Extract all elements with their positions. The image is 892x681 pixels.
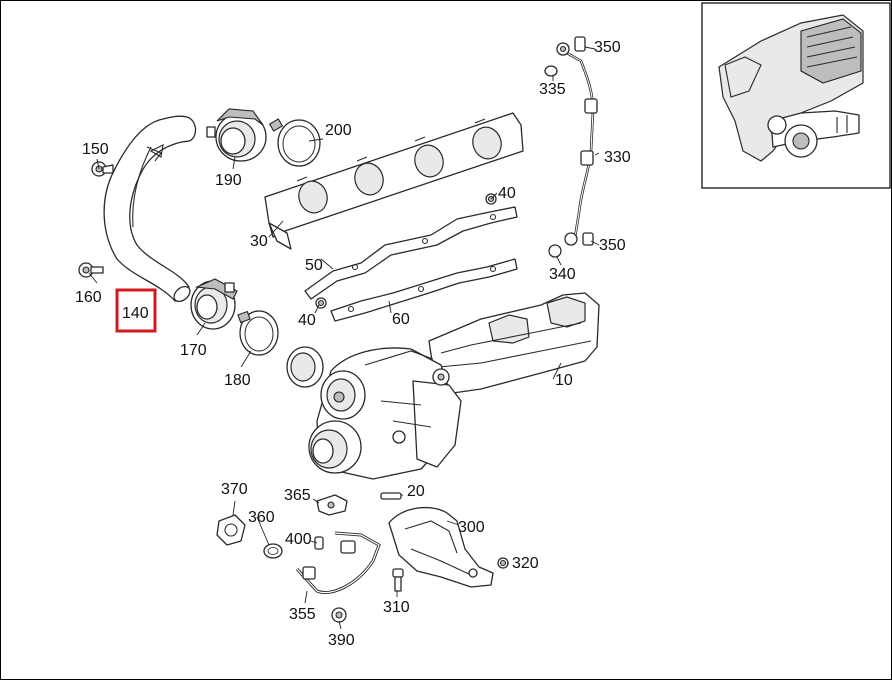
gasket-370 <box>216 514 246 546</box>
callout-335: 335 <box>539 81 566 98</box>
callout-200: 200 <box>325 122 352 139</box>
callout-340: 340 <box>549 266 576 283</box>
callout-390: 390 <box>328 632 355 649</box>
callout-60: 60 <box>392 311 410 328</box>
bolt-310 <box>392 568 404 592</box>
bolt-40-lower <box>315 297 327 309</box>
seal-ring-340 <box>548 244 562 258</box>
callout-40-lower: 40 <box>298 312 316 329</box>
bolt-160 <box>78 262 104 278</box>
clamp-coupling-190 <box>206 108 267 162</box>
callout-350-lower: 350 <box>599 237 626 254</box>
engine-inset-thumbnail <box>701 2 891 189</box>
callout-170: 170 <box>180 342 207 359</box>
gasket-plate-30 <box>264 112 524 250</box>
callout-330: 330 <box>604 149 631 166</box>
bolt-400 <box>314 536 324 550</box>
turbocharger-assembly <box>286 346 462 480</box>
bolt-390 <box>331 607 347 623</box>
hose-clamp-200 <box>268 118 321 167</box>
highlight-box-140 <box>115 288 157 333</box>
callout-190: 190 <box>215 172 242 189</box>
exhaust-manifold-10 <box>428 292 600 394</box>
bolt-320 <box>497 557 509 569</box>
callout-150: 150 <box>82 141 109 158</box>
charge-air-pipe-140 <box>103 115 197 303</box>
callout-140: 140 <box>122 305 149 322</box>
leader-lines <box>88 46 600 630</box>
hose-clamp-180 <box>237 310 279 356</box>
stud-20 <box>380 492 402 500</box>
callout-320: 320 <box>512 555 539 572</box>
callout-40-upper: 40 <box>498 185 516 202</box>
oil-drain-flange-365 <box>316 494 348 516</box>
callout-360: 360 <box>248 509 275 526</box>
callout-355: 355 <box>289 606 316 623</box>
seal-ring-335 <box>544 65 558 77</box>
callout-160: 160 <box>75 289 102 306</box>
seal-ring-360 <box>263 543 283 559</box>
callout-labels: 10 20 30 40 40 50 60 140 150 160 170 180… <box>75 39 631 649</box>
gasket-60 <box>330 258 518 322</box>
callout-370: 370 <box>221 481 248 498</box>
callout-310: 310 <box>383 599 410 616</box>
heat-shield-300 <box>388 506 494 588</box>
oil-return-pipe-355 <box>295 531 381 594</box>
banjo-bolt-350-lower <box>564 232 594 246</box>
oil-line-330 <box>566 51 598 238</box>
clamp-coupling-170 <box>190 278 238 330</box>
callout-180: 180 <box>224 372 251 389</box>
callout-300: 300 <box>458 519 485 536</box>
gasket-50 <box>304 206 518 300</box>
callout-20: 20 <box>407 483 425 500</box>
banjo-bolt-350-upper <box>556 36 586 56</box>
callout-50: 50 <box>305 257 323 274</box>
callout-30: 30 <box>250 233 268 250</box>
bolt-150 <box>91 161 114 177</box>
callout-365: 365 <box>284 487 311 504</box>
callout-350-upper: 350 <box>594 39 621 56</box>
callout-10: 10 <box>555 372 573 389</box>
callout-400: 400 <box>285 531 312 548</box>
